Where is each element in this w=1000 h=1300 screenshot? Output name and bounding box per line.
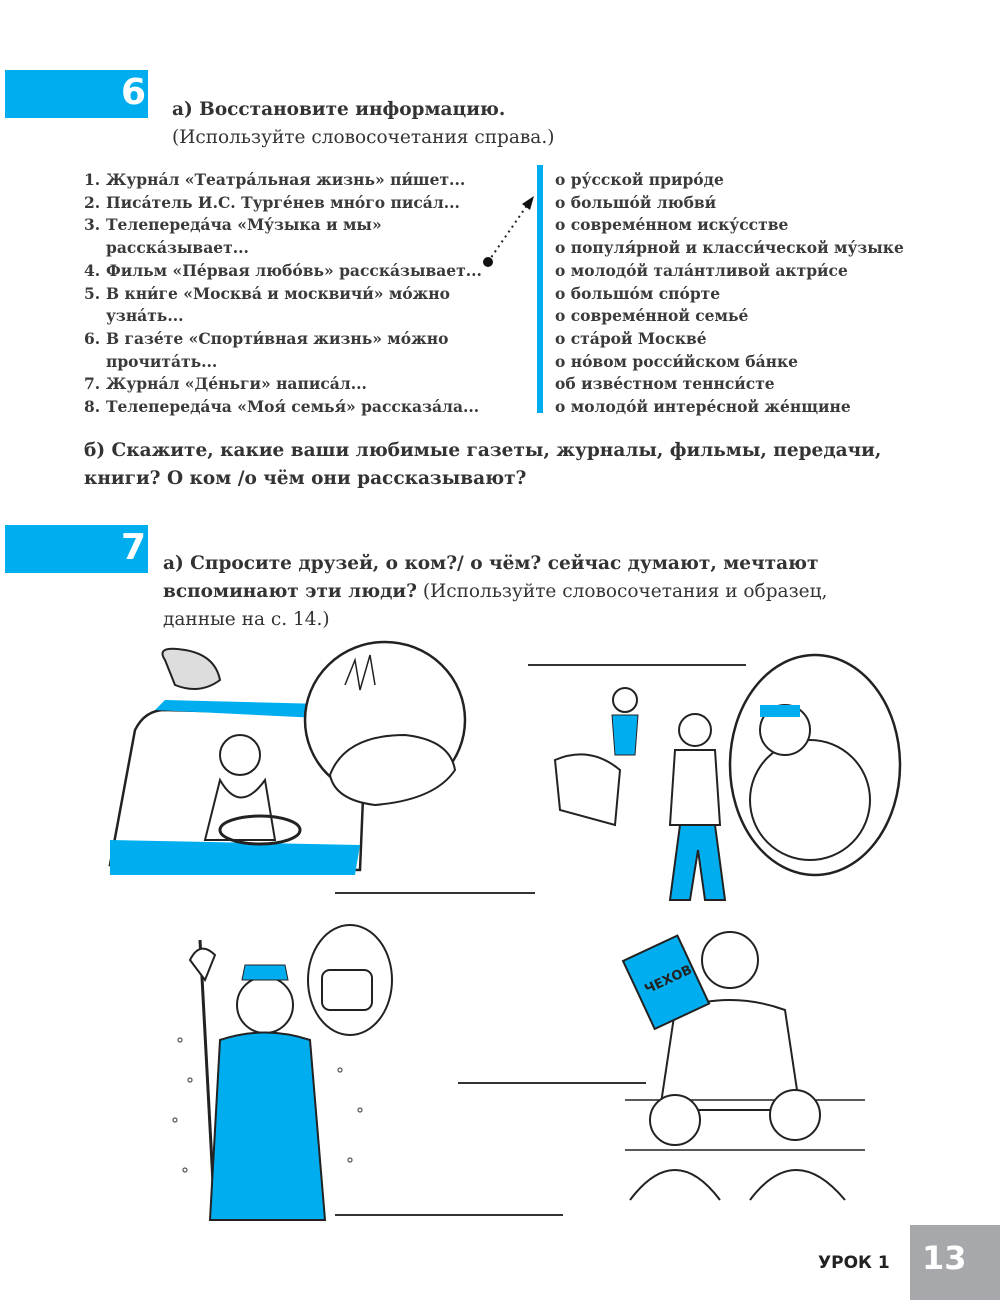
illustration-teacher-with-book: ЧЕХОВ (621, 931, 865, 1201)
item-text: Телепереда́ча «Моя́ семья́» рассказа́ла.… (106, 397, 480, 417)
answer-line[interactable] (335, 1214, 563, 1216)
divider-bar (537, 165, 543, 413)
illustration-guard-dreaming-hat (172, 924, 393, 1221)
list-item: 4.Фильм «Пе́рвая любо́вь» расска́зывает.… (84, 260, 504, 283)
list-item: о но́вом росси́йском ба́нке (555, 351, 799, 371)
list-item: 6.В газе́те «Спорти́вная жизнь» мо́жно п… (84, 328, 484, 373)
exercise-7-title-line2: вспоминают эти люди? (Используйте словос… (163, 578, 827, 606)
item-number: 8. (84, 397, 101, 417)
list-item: о ста́рой Москве́ (555, 328, 707, 348)
page-number: 13 (922, 1239, 967, 1277)
list-item: 3.Телепереда́ча «Му́зыка и мы» расска́зы… (84, 214, 414, 259)
exercise-6-part-b: б) Скажите, какие ваши любимые газеты, ж… (84, 440, 882, 489)
item-text: Фильм «Пе́рвая любо́вь» расска́зывает... (106, 260, 482, 280)
item-text: Телепереда́ча «Му́зыка и мы» расска́зыва… (106, 215, 382, 258)
list-item: 5.В кни́ге «Москва́ и москвичи́» мо́жно … (84, 283, 484, 328)
list-item: о молодо́й тала́нтливой актри́се (555, 260, 848, 280)
list-item: 8.Телепереда́ча «Моя́ семья́» рассказа́л… (84, 396, 504, 419)
item-number: 1. (84, 170, 101, 189)
exercise-number: 6 (120, 72, 146, 113)
dotted-arrow-icon (483, 196, 534, 267)
list-item: о совреме́нном иску́сстве (555, 215, 789, 235)
item-number: 6. (84, 328, 101, 348)
item-number: 4. (84, 260, 101, 280)
list-item: 7.Журна́л «Де́ньги» написа́л... (84, 373, 504, 396)
item-number: 3. (84, 215, 101, 235)
list-item: о совреме́нной семье́ (555, 306, 749, 326)
exercise-7-number-box: 7 (5, 525, 148, 573)
exercise-number: 7 (120, 527, 146, 568)
right-phrase-list: о ру́сской приро́де о большо́й любви́ о … (555, 169, 904, 419)
answer-line[interactable] (335, 892, 535, 894)
exercise-6-number-box: 6 (5, 70, 148, 118)
list-item: 2.Писа́тель И.С. Турге́нев мно́го писа́л… (84, 192, 504, 215)
item-text: Журна́л «Театра́льная жизнь» пи́шет... (106, 170, 466, 189)
title-bold-part: вспоминают эти люди? (163, 581, 417, 602)
answer-line[interactable] (458, 1082, 646, 1084)
left-phrase-list: 1. Журна́л «Театра́льная жизнь» пи́шет...… (84, 169, 504, 419)
item-text: Журна́л «Де́ньги» написа́л... (106, 374, 367, 394)
list-item: 1. Журна́л «Театра́льная жизнь» пи́шет... (84, 169, 504, 192)
title-rest: (Используйте словосочетания и образец, (417, 581, 828, 602)
illustration-driver-dreaming-car (108, 640, 467, 875)
list-item: о ру́сской приро́де (555, 170, 724, 189)
exercise-6-subtitle: (Используйте словосочетания справа.) (172, 127, 555, 148)
list-item: о большо́й любви́ (555, 192, 717, 212)
item-number: 7. (84, 374, 101, 394)
item-text: В кни́ге «Москва́ и москвичи́» мо́жно уз… (106, 283, 450, 326)
exercise-7-title-line1: а) Спросите друзей, о ком?/ о чём? сейча… (163, 553, 819, 574)
page-number-box: 13 (910, 1225, 1000, 1300)
list-item: о молодо́й интере́сной же́нщине (555, 397, 851, 417)
exercise-7-title-line3: данные на с. 14.) (163, 609, 330, 630)
item-text: Писа́тель И.С. Турге́нев мно́го писа́л..… (106, 192, 460, 212)
answer-line[interactable] (528, 664, 746, 666)
item-text: В газе́те «Спорти́вная жизнь» мо́жно про… (106, 328, 449, 371)
item-number: 5. (84, 283, 101, 303)
list-item: об изве́стном теннси́сте (555, 374, 775, 394)
list-item: о большо́м спо́рте (555, 283, 721, 303)
item-number: 2. (84, 192, 101, 212)
list-item: о популя́рной и класси́ческой му́зыке (555, 238, 904, 258)
illustration-boy-dreaming-dog (553, 653, 902, 901)
lesson-label: УРОК 1 (818, 1253, 890, 1273)
exercise-6-title: а) Восстановите информацию. (172, 99, 506, 120)
